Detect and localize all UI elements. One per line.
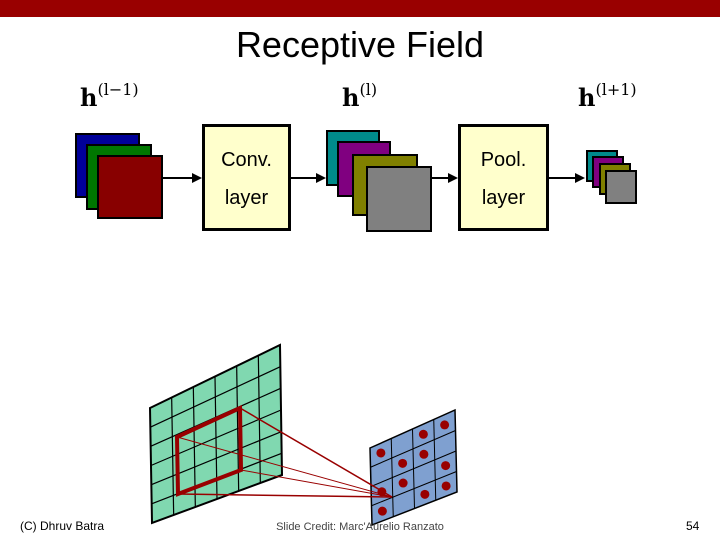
h-prev-label: h(l−1) (80, 80, 139, 112)
activation-dot (398, 458, 408, 468)
output-grid-col-line (433, 419, 437, 501)
pool-box-line2: layer (481, 187, 526, 209)
projection-line-bottom (177, 493, 393, 498)
activation-dot (377, 506, 387, 516)
h-curr-label: h(l) (342, 80, 378, 112)
conv-box-line1: Conv. (221, 149, 272, 171)
top-accent-bar (0, 0, 720, 17)
activation-dot (441, 481, 451, 491)
conv-layer-box: Conv. layer (202, 124, 291, 231)
projection-line-left (176, 436, 393, 498)
slide-title: Receptive Field (235, 24, 485, 65)
h-prev-superscript: (l−1) (97, 80, 139, 99)
footer-credit: Slide Credit: Marc'Aurelio Ranzato (276, 521, 444, 533)
activation-dot (376, 448, 386, 458)
activation-dot (419, 449, 429, 459)
activation-dots (376, 420, 451, 516)
h-curr-base: h (342, 83, 360, 112)
footer-author: (C) Dhruv Batra (20, 519, 105, 533)
activation-dot (420, 489, 430, 499)
h-prev-base: h (80, 83, 98, 112)
h-curr-superscript: (l) (359, 80, 378, 99)
activation-dot (441, 461, 451, 471)
mid-map-gray (366, 166, 432, 232)
pool-layer-box: Pool. layer (458, 124, 549, 231)
out-map-gray (605, 170, 637, 204)
h-next-superscript: (l+1) (595, 80, 637, 99)
activation-dot (398, 478, 408, 488)
conv-box-line2: layer (224, 187, 269, 209)
projection-line-right (240, 469, 393, 498)
h-next-base: h (578, 83, 596, 112)
activation-dot (440, 420, 450, 430)
output-grid (369, 408, 458, 527)
h-next-label: h(l+1) (578, 80, 637, 112)
input-map-red (97, 155, 163, 219)
pool-box-line1: Pool. (480, 149, 527, 171)
projection-line-top (239, 407, 393, 498)
activation-dot (418, 429, 428, 439)
output-grid-row-line (371, 471, 457, 507)
output-grid-lines (370, 419, 457, 517)
input-grid (148, 343, 284, 525)
output-grid-col-line (412, 428, 415, 509)
page-number: 54 (686, 519, 700, 533)
